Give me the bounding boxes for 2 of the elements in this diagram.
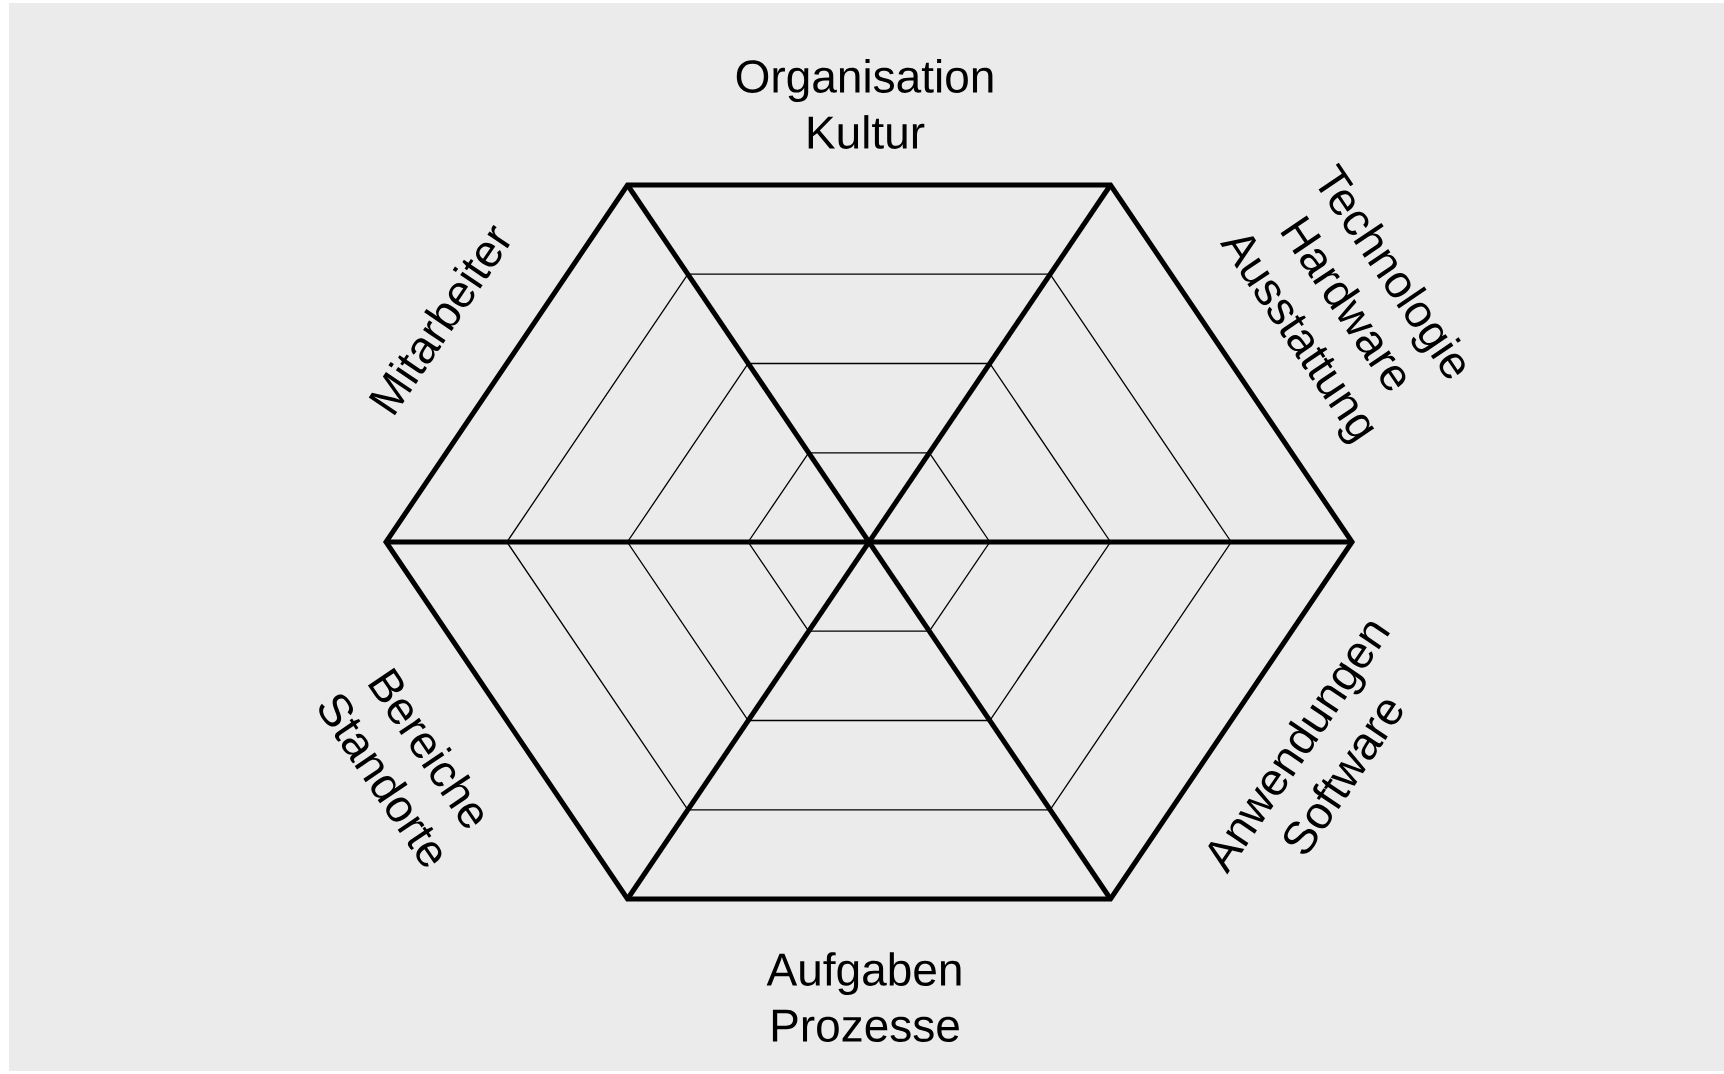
axis-label: Aufgaben Prozesse <box>766 952 961 1042</box>
axis-label: Organisation Kultur <box>736 59 993 149</box>
